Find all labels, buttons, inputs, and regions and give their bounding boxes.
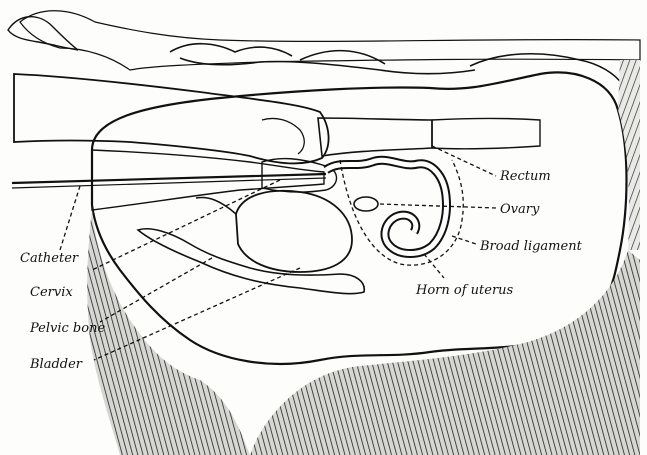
label-bladder: Bladder — [29, 357, 83, 372]
uterine-horn-fill — [326, 160, 446, 253]
leader-catheter — [60, 186, 80, 250]
leader-ovary — [380, 204, 496, 208]
label-broad-ligament: Broad ligament — [479, 239, 583, 254]
body-cavity-outline — [92, 73, 627, 364]
label-pelvic-bone: Pelvic bone — [29, 321, 105, 336]
right-hide — [618, 60, 640, 250]
bladder-shape — [236, 191, 352, 272]
belly-hide — [250, 250, 640, 455]
catheter-line — [12, 174, 326, 183]
label-ovary: Ovary — [500, 202, 540, 217]
label-cervix: Cervix — [30, 285, 73, 300]
rectum-distal — [432, 119, 540, 149]
urethra — [196, 198, 236, 214]
leader-horn — [424, 254, 444, 278]
back-hide — [20, 11, 640, 70]
label-catheter: Catheter — [20, 251, 79, 266]
flank-hide — [87, 210, 250, 455]
label-horn-of-uterus: Horn of uterus — [415, 283, 514, 298]
ovary-shape — [354, 197, 378, 211]
fingers — [262, 118, 304, 154]
arm — [14, 74, 329, 163]
label-rectum: Rectum — [499, 169, 551, 184]
vertebrae — [170, 44, 622, 84]
tail-tuft — [8, 17, 78, 50]
rectum-tube — [318, 118, 432, 156]
pelvic-bone-shape — [138, 229, 364, 294]
